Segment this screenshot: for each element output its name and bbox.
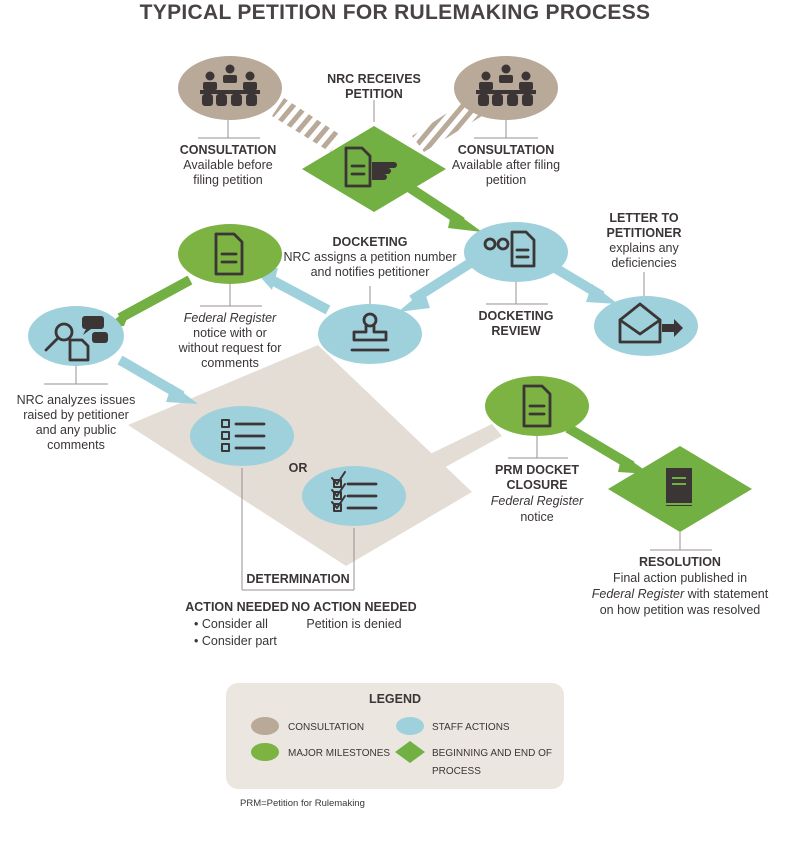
legend-title: LEGEND <box>369 692 421 706</box>
legend-major-milestones: MAJOR MILESTONES <box>288 748 390 759</box>
prm-closure-text-1: Federal Register <box>491 494 584 508</box>
action-needed-item-2: • Consider part <box>194 634 277 648</box>
fed-notice-text-1: Federal Register <box>184 311 277 325</box>
letter-node <box>594 296 698 356</box>
nrc-analyzes-text-3: and any public <box>36 423 117 437</box>
document-hand-icon <box>344 146 397 188</box>
document-icon <box>522 384 552 428</box>
consult-after-heading: CONSULTATION <box>458 143 555 157</box>
footnote: PRM=Petition for Rulemaking <box>240 798 365 809</box>
nrc-receives-heading-2: PETITION <box>345 87 403 101</box>
arrow-determination-to-closure <box>428 424 502 470</box>
letter-heading-2: PETITIONER <box>606 226 681 240</box>
meeting-icon <box>476 64 536 106</box>
arrow-analyze-to-determination <box>117 355 198 404</box>
resolution-with-statement: with statement <box>684 587 769 601</box>
checked-list-icon <box>331 471 378 512</box>
resolution-text-1: Final action published in <box>613 571 747 585</box>
letter-text-1: explains any <box>609 241 679 255</box>
consult-before-text-2: filing petition <box>193 173 263 187</box>
arrow-review-to-docketing <box>398 257 475 312</box>
nrc-receives-heading-1: NRC RECEIVES <box>327 72 421 86</box>
resolution-fed-register: Federal Register <box>592 587 685 601</box>
meeting-icon <box>200 64 260 106</box>
magnifier-chat-icon <box>44 316 108 362</box>
docketing-review-heading-2: REVIEW <box>491 324 541 338</box>
letter-heading-1: LETTER TO <box>609 211 678 225</box>
document-icon <box>214 232 244 276</box>
consultation-before-node <box>178 56 282 120</box>
legend-swatch-staff <box>396 717 424 735</box>
nrc-analyzes-node <box>28 306 124 366</box>
consult-after-text-1: Available after filing <box>452 158 560 172</box>
nrc-analyzes-text-1: NRC analyzes issues <box>17 393 136 407</box>
consult-before-heading: CONSULTATION <box>180 143 277 157</box>
docketing-review-heading-1: DOCKETING <box>479 309 554 323</box>
docketing-node <box>318 304 422 364</box>
letter-text-2: deficiencies <box>611 256 676 270</box>
legend-staff-actions: STAFF ACTIONS <box>432 722 510 733</box>
consult-after-text-2: petition <box>486 173 526 187</box>
legend-swatch-consultation <box>251 717 279 735</box>
legend-box <box>226 683 564 789</box>
no-action-heading: NO ACTION NEEDED <box>291 600 416 614</box>
determination-area <box>128 345 472 566</box>
resolution-text-2: Federal Register with statement <box>592 587 769 601</box>
no-action-text: Petition is denied <box>306 617 401 631</box>
prm-closure-heading-1: PRM DOCKET <box>495 463 579 477</box>
legend-consultation: CONSULTATION <box>288 722 364 733</box>
arrow-consult-after <box>412 98 482 152</box>
arrow-consult-before <box>272 98 342 152</box>
legend-swatch-diamond <box>395 741 425 763</box>
glasses-document-icon <box>483 230 536 268</box>
fed-notice-text-4: comments <box>201 356 259 370</box>
legend-beginning-end-2: PROCESS <box>432 766 481 777</box>
nrc-analyzes-text-4: comments <box>47 438 105 452</box>
nrc-analyzes-text-2: raised by petitioner <box>23 408 129 422</box>
arrow-closure-to-resolution <box>565 423 650 474</box>
determination-label: DETERMINATION <box>246 572 349 586</box>
resolution-heading: RESOLUTION <box>639 555 721 569</box>
legend-swatch-milestones <box>251 743 279 761</box>
resolution-text-3: on how petition was resolved <box>600 603 761 617</box>
docketing-heading: DOCKETING <box>333 235 408 249</box>
or-label: OR <box>289 461 308 475</box>
connector-lines <box>44 100 712 591</box>
checklist-icon <box>221 419 266 452</box>
page-title: TYPICAL PETITION FOR RULEMAKING PROCESS <box>140 1 651 24</box>
book-icon <box>666 468 692 506</box>
prm-closure-text-2: notice <box>520 510 553 524</box>
prm-closure-heading-2: CLOSURE <box>506 478 567 492</box>
docketing-review-node <box>464 222 568 282</box>
consultation-after-node <box>454 56 558 120</box>
docketing-text-1: NRC assigns a petition number <box>284 250 457 264</box>
action-needed-item-1: • Consider all <box>194 617 268 631</box>
docketing-text-2: and notifies petitioner <box>311 265 430 279</box>
stamp-icon <box>350 312 390 352</box>
action-needed-heading: ACTION NEEDED <box>185 600 288 614</box>
envelope-icon <box>618 302 683 344</box>
consult-before-text-1: Available before <box>183 158 272 172</box>
fed-notice-text-3: without request for <box>178 341 282 355</box>
fed-notice-text-2: notice with or <box>193 326 267 340</box>
legend-beginning-end-1: BEGINNING AND END OF <box>432 748 552 759</box>
